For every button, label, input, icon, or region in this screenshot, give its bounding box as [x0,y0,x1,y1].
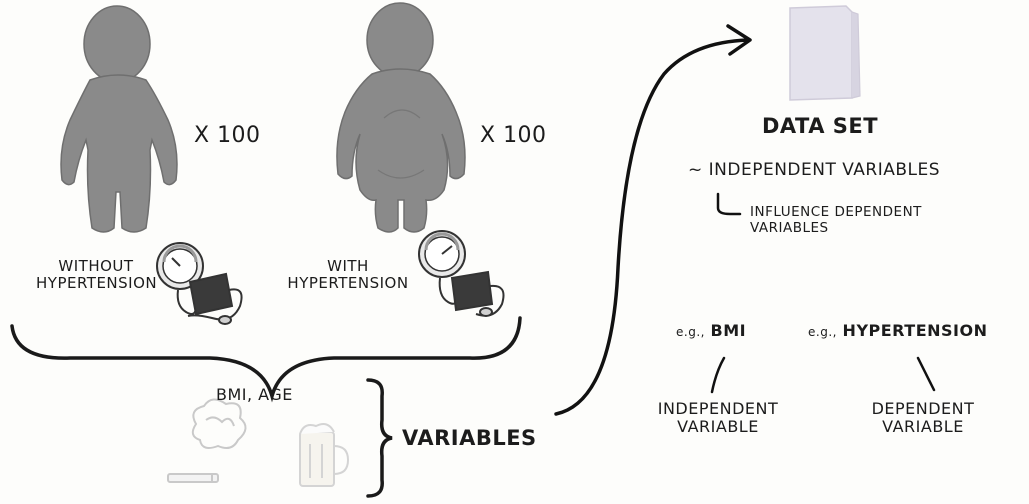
dependent-line2: VARIABLE [882,417,964,437]
with-hypertension-label: WITH HYPERTENSION [278,257,418,293]
dependent-line1: DEPENDENT [871,399,975,418]
independent-line1: INDEPENDENT [657,399,779,418]
person-without-hypertension-icon [60,5,178,233]
influence-line2: VARIABLES [750,219,829,236]
example-hypertension: e.g., HYPERTENSION [808,321,988,340]
beer-mug-icon [299,423,350,487]
arrowhead-icon [726,24,752,56]
cigarette-icon [167,398,247,483]
variables-label: VARIABLES [402,426,537,450]
example-hypertension-prefix: e.g., [808,325,837,339]
without-hypertension-label: WITHOUT HYPERTENSION [36,257,158,293]
hypertension-connector [916,356,936,392]
dataset-folder-icon [789,5,861,101]
independent-variables-text: ~ INDEPENDENT VARIABLES [688,160,941,180]
without-label-line2: HYPERTENSION [36,274,158,293]
count-without-label: X 100 [194,123,261,148]
influence-line1: INFLUENCE DEPENDENT [750,204,922,220]
example-hypertension-value: HYPERTENSION [842,321,988,340]
example-bmi: e.g., BMI [676,321,747,340]
example-bmi-prefix: e.g., [676,325,705,339]
arrow-to-dataset [554,38,750,416]
independent-line2: VARIABLE [677,417,759,437]
count-with-label: X 100 [480,123,547,148]
dataset-title: DATA SET [762,114,879,138]
blood-pressure-monitor-icon [418,230,505,317]
variables-brace [366,378,393,498]
blood-pressure-monitor-icon [156,242,243,325]
person-with-hypertension-icon [336,2,466,233]
bmi-connector [710,356,726,394]
dependent-variable-label: DEPENDENT VARIABLE [856,399,990,437]
independent-variable-label: INDEPENDENT VARIABLE [644,399,792,437]
without-label-line1: WITHOUT [58,257,134,275]
group-brace [10,316,522,403]
with-label-line1: WITH [327,257,369,275]
influence-connector [716,192,742,216]
example-bmi-value: BMI [710,321,747,340]
influence-text: INFLUENCE DEPENDENT VARIABLES [750,204,922,236]
variables-items: BMI, AGE [216,385,293,404]
with-label-line2: HYPERTENSION [287,274,409,293]
